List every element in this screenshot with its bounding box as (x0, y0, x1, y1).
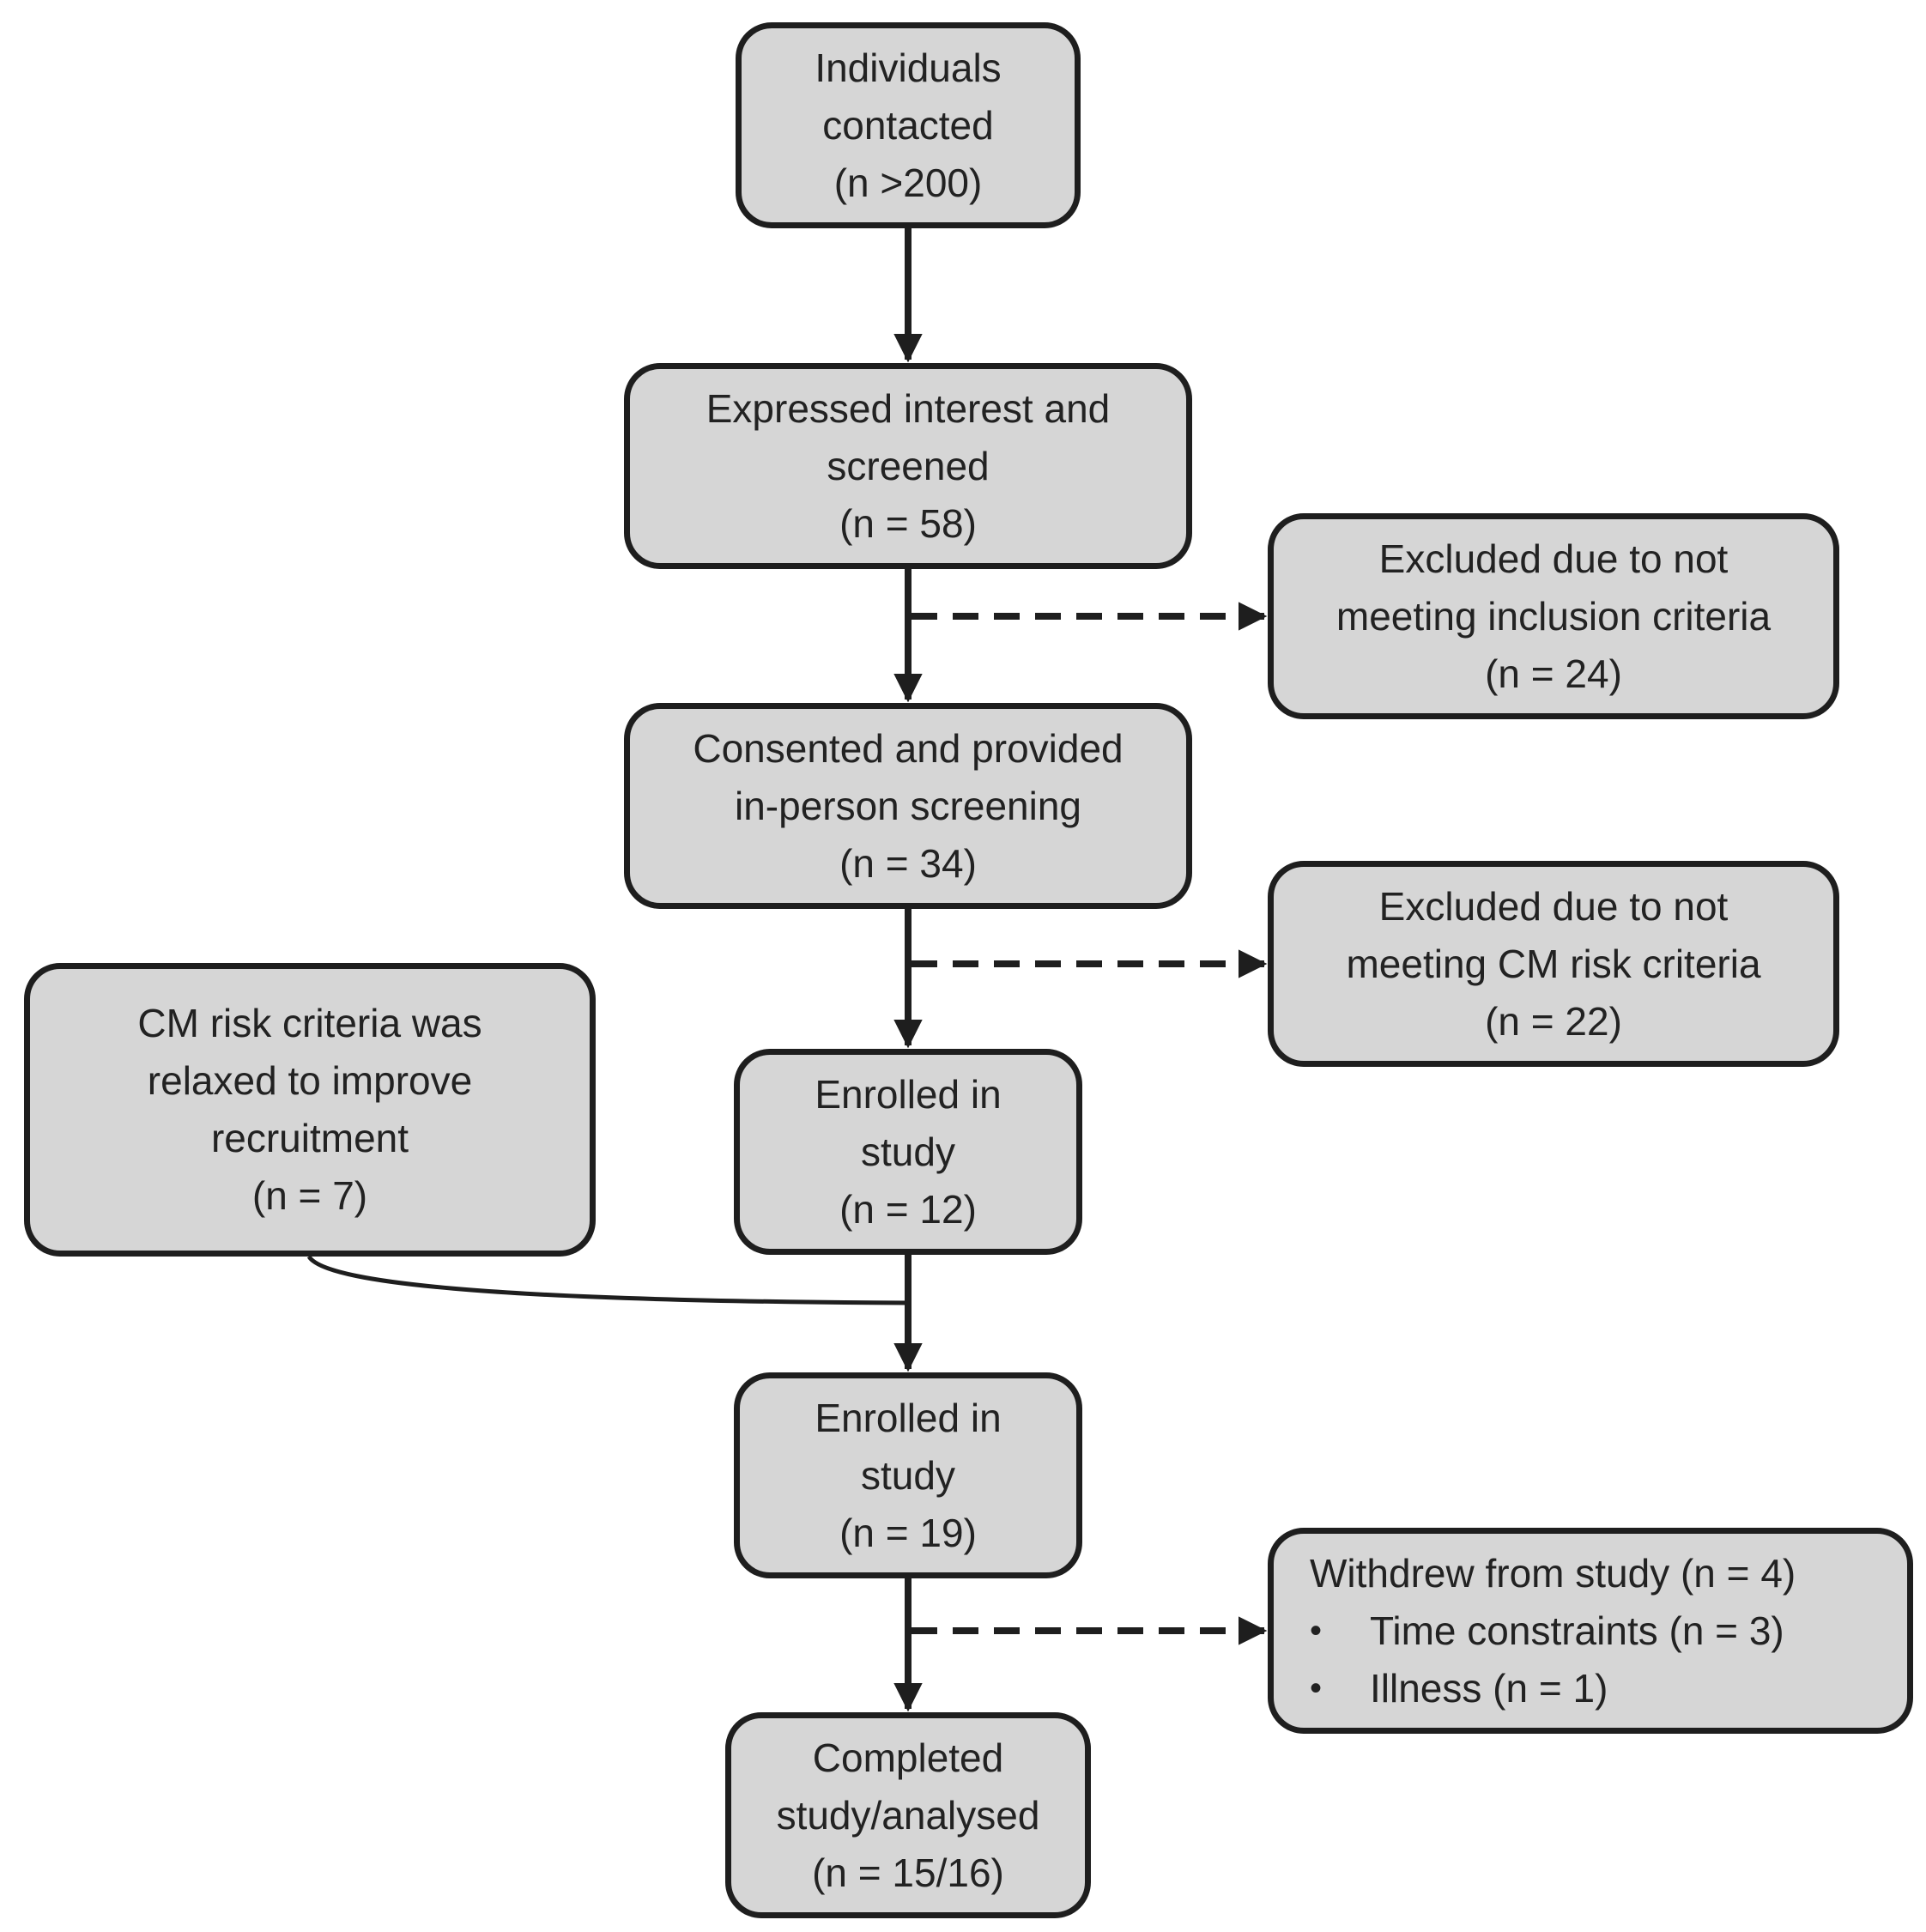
withdrew-from-study-box: Withdrew from study (n = 4) • Time const… (1268, 1528, 1913, 1734)
box-text-line: study (861, 1129, 955, 1174)
box-count: (n = 12) (839, 1186, 977, 1232)
box-count: (n = 7) (251, 1173, 368, 1218)
withdrew-heading: Withdrew from study (n = 4) (1310, 1550, 1796, 1596)
box-text-line: meeting inclusion criteria (1335, 593, 1772, 639)
box-text-line: CM risk criteria was (137, 1001, 482, 1045)
box-count: (n = 15/16) (812, 1850, 1004, 1895)
withdrew-reason-item: • Time constraints (n = 3) (1310, 1602, 1784, 1660)
box-text-line: relaxed to improve (147, 1058, 473, 1103)
box-count: (n = 58) (839, 500, 977, 546)
box-count: (n = 19) (839, 1510, 977, 1555)
excluded-inclusion-criteria-box: Excluded due to not meeting inclusion cr… (1268, 513, 1839, 719)
withdrew-reason-text: Time constraints (n = 3) (1370, 1608, 1784, 1653)
enrolled-in-study-19-box: Enrolled in study (n = 19) (734, 1372, 1082, 1578)
completed-study-analysed-box: Completed study/analysed (n = 15/16) (725, 1712, 1091, 1918)
box-text-line: Consented and provided (693, 725, 1124, 771)
box-text-line: Excluded due to not (1378, 536, 1729, 581)
enrolled-in-study-12-box: Enrolled in study (n = 12) (734, 1049, 1082, 1255)
box-text-line: recruitment (210, 1116, 409, 1160)
box-text-line: Enrolled in (815, 1395, 1002, 1440)
box-text-line: Completed (812, 1735, 1004, 1780)
box-text-line: contacted (822, 102, 994, 148)
box-text-line: study (861, 1452, 955, 1498)
cm-criteria-relaxed-box: CM risk criteria was relaxed to improve … (24, 963, 596, 1257)
box-text-line: Enrolled in (815, 1071, 1002, 1117)
bullet-icon: • (1310, 1669, 1323, 1707)
bullet-icon: • (1310, 1611, 1323, 1650)
box-text-line: Individuals (815, 45, 1002, 90)
box-count: (n = 22) (1485, 998, 1622, 1044)
box-text-line: meeting CM risk criteria (1346, 941, 1761, 986)
box-text-line: in-person screening (734, 783, 1081, 828)
expressed-interest-screened-box: Expressed interest and screened (n = 58) (624, 363, 1192, 569)
consented-in-person-screening-box: Consented and provided in-person screeni… (624, 703, 1192, 909)
excluded-cm-risk-criteria-box: Excluded due to not meeting CM risk crit… (1268, 861, 1839, 1067)
withdrew-reason-text: Illness (n = 1) (1370, 1665, 1608, 1711)
box-text-line: study/analysed (776, 1792, 1040, 1838)
connector-relaxed-to-flow (306, 1255, 909, 1305)
box-count: (n = 24) (1485, 651, 1622, 696)
individuals-contacted-box: Individuals contacted (n >200) (736, 22, 1081, 228)
box-count: (n >200) (833, 160, 983, 205)
box-count: (n = 34) (839, 840, 977, 886)
box-text-line: Excluded due to not (1378, 883, 1729, 929)
box-text-line: Expressed interest and (706, 385, 1111, 431)
withdrew-reason-item: • Illness (n = 1) (1310, 1660, 1608, 1717)
box-text-line: screened (827, 443, 990, 488)
